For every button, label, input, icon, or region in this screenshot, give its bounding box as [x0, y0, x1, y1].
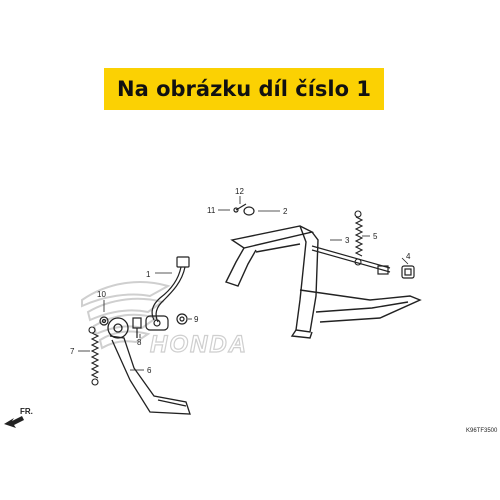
part-6-side-stand [107, 317, 191, 415]
callout-1: 1 [146, 270, 151, 279]
callout-10: 10 [97, 290, 106, 299]
callout-2: 2 [283, 207, 288, 216]
part-3-shaft [311, 245, 391, 275]
diagram-code: K96TF3500 [466, 428, 498, 434]
callout-5: 5 [373, 232, 378, 241]
front-label: FR. [20, 407, 33, 416]
banner-text: Na obrázku díl číslo 1 [117, 77, 371, 101]
part-10-washer [99, 316, 109, 326]
callout-12: 12 [235, 187, 244, 196]
part-banner: Na obrázku díl číslo 1 [104, 68, 384, 110]
callout-7: 7 [70, 347, 75, 356]
part-4-rubber [401, 265, 415, 279]
honda-wing-logo [81, 281, 171, 350]
callout-3: 3 [345, 236, 350, 245]
front-arrow-icon [4, 416, 24, 428]
callout-6: 6 [147, 366, 152, 375]
honda-wordmark: HONDA [150, 331, 248, 358]
part-8-bolt [132, 317, 142, 338]
part-9-nut [176, 313, 188, 325]
leader-lines [78, 196, 409, 371]
part-12-pin [233, 203, 247, 213]
callout-4: 4 [406, 252, 411, 261]
callout-8: 8 [137, 338, 142, 347]
callout-11: 11 [207, 206, 216, 215]
part-2-main-stand [225, 225, 422, 339]
part-5-spring [354, 210, 364, 266]
callout-9: 9 [194, 315, 199, 324]
part-11-washer [243, 206, 255, 216]
part-7-spring [88, 326, 100, 386]
part-1-side-stand-switch [145, 256, 190, 331]
